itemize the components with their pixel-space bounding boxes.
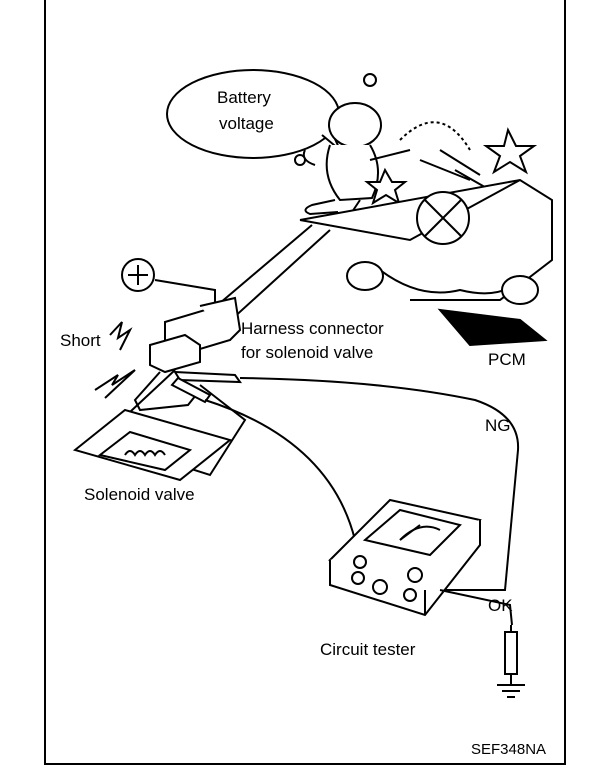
solenoid-valve-label: Solenoid valve bbox=[84, 485, 195, 504]
spark-stars bbox=[294, 73, 538, 206]
plus-symbol bbox=[121, 258, 155, 292]
battery-voltage-label-line1: Battery bbox=[217, 88, 271, 107]
circuit-tester-label: Circuit tester bbox=[320, 640, 416, 659]
short-label: Short bbox=[60, 331, 101, 350]
pcm-label: PCM bbox=[488, 350, 526, 369]
battery-voltage-label-line2: voltage bbox=[219, 114, 274, 133]
short-bolts bbox=[94, 321, 136, 399]
harness-wires bbox=[154, 224, 331, 331]
ground-probe bbox=[439, 589, 525, 698]
test-probes bbox=[170, 370, 242, 404]
figure-code-label: SEF348NA bbox=[471, 741, 547, 758]
harness-connector-label-line2: for solenoid valve bbox=[241, 343, 374, 362]
figure-frame bbox=[44, 0, 566, 765]
ok-label: OK bbox=[488, 596, 513, 615]
harness-connector-label-line1: Harness connector bbox=[241, 319, 384, 338]
pcm-box bbox=[299, 178, 553, 347]
ng-label: NG bbox=[485, 416, 511, 435]
tester-leads bbox=[204, 377, 520, 606]
solenoid-valve bbox=[72, 408, 233, 482]
harness-connector bbox=[149, 296, 242, 374]
